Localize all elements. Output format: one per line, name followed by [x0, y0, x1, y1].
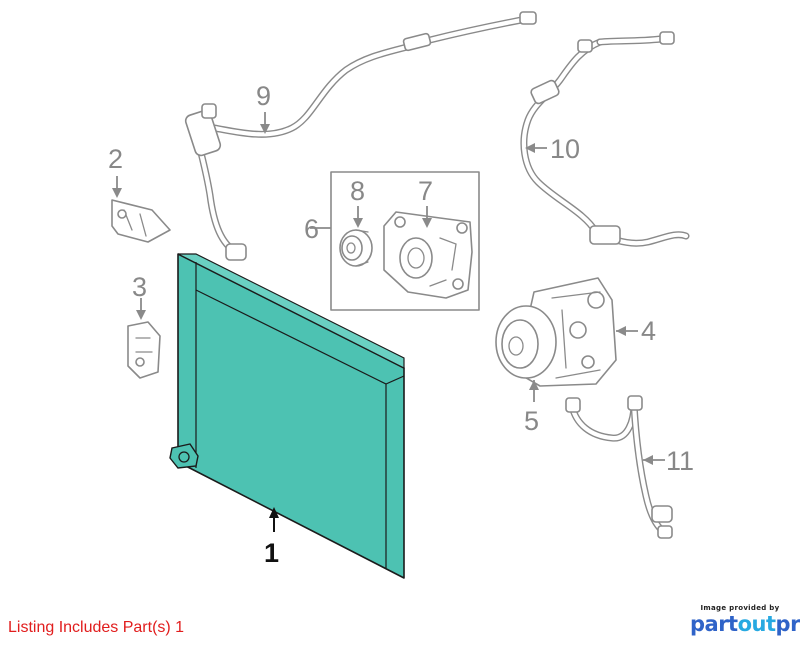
callout-4: 4 — [641, 316, 656, 346]
compressor-housing-7-icon[interactable] — [383, 211, 473, 299]
hose-10-icon[interactable] — [520, 31, 690, 247]
brand-pro: pro — [775, 612, 800, 636]
callout-5: 5 — [524, 406, 539, 436]
callout-10: 10 — [550, 134, 580, 164]
condenser-1-icon[interactable] — [169, 253, 405, 579]
bracket-2-icon[interactable] — [111, 199, 171, 243]
callout-11: 11 — [666, 446, 694, 476]
brand-out: out — [737, 612, 776, 636]
callout-2: 2 — [108, 144, 123, 174]
callout-7: 7 — [418, 176, 433, 206]
callout-3: 3 — [132, 272, 147, 302]
callout-8: 8 — [350, 176, 365, 206]
listing-note: Listing Includes Part(s) 1 — [8, 619, 185, 636]
image-credit: Image provided by partoutpro — [690, 604, 800, 636]
brand-logo: partoutpro — [690, 612, 800, 636]
bracket-3-icon[interactable] — [127, 321, 161, 379]
pulley-8-icon[interactable] — [339, 229, 373, 267]
brand-part: part — [690, 612, 738, 636]
hose-9-icon[interactable] — [184, 11, 537, 261]
credit-caption: Image provided by — [700, 604, 780, 612]
compressor-4-icon[interactable] — [495, 277, 617, 387]
callout-6: 6 — [304, 214, 319, 244]
callout-1: 1 — [264, 538, 279, 568]
callout-9: 9 — [256, 81, 271, 111]
hose-11-icon[interactable] — [565, 395, 673, 539]
